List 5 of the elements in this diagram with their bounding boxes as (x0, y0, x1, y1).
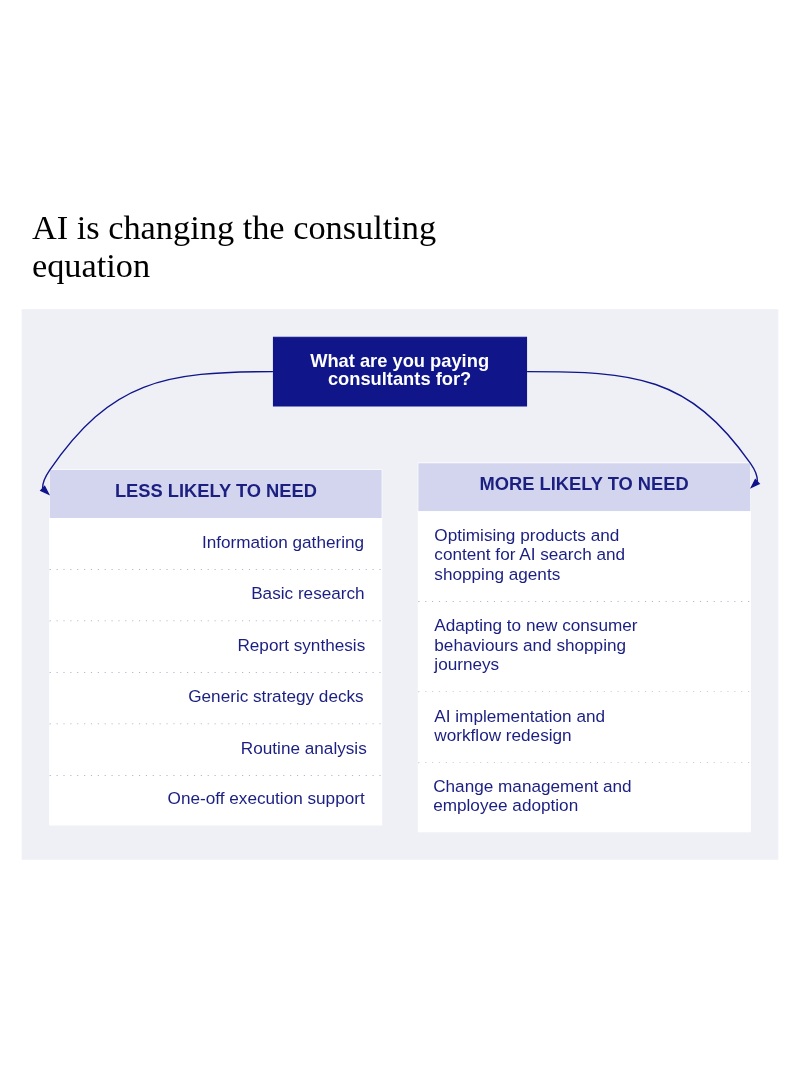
node-box: What are you paying consultants for? (272, 336, 528, 407)
diagram-title: AI is changing the consulting equation (31, 207, 437, 284)
arrow (526, 370, 761, 489)
arrow (39, 370, 274, 496)
cluster (21, 309, 779, 860)
